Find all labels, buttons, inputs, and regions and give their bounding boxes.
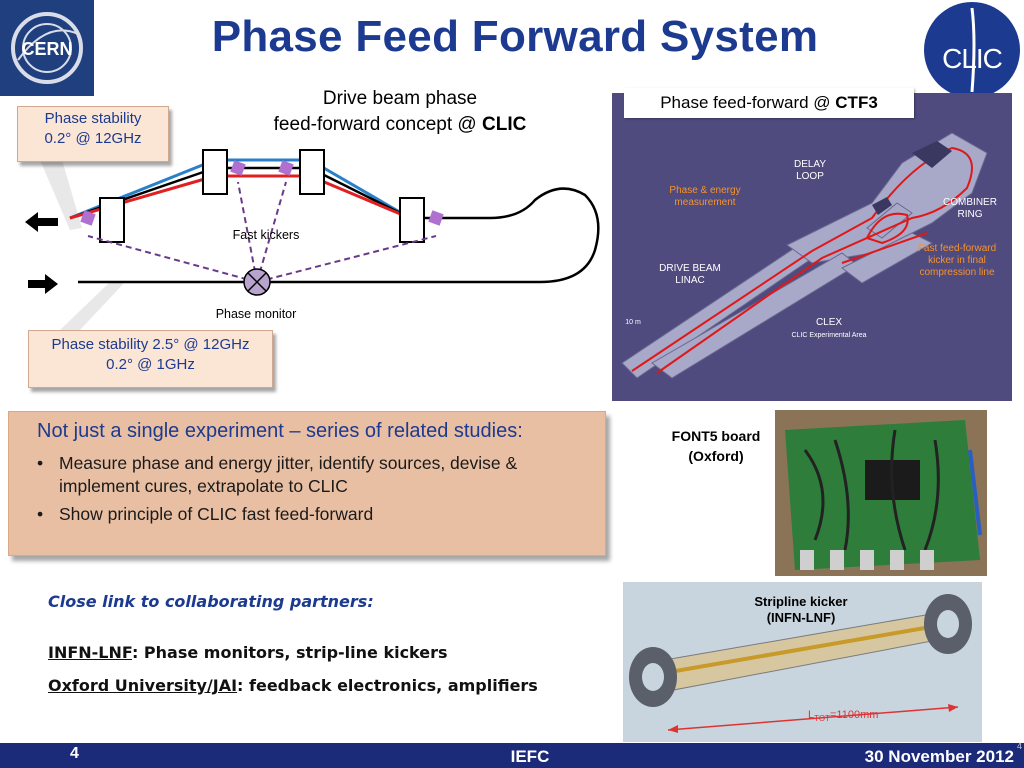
chicane-magnets: [99, 149, 425, 243]
font5-caption: FONT5 board (Oxford): [652, 426, 780, 466]
footer-center-label: IEFC: [510, 747, 550, 766]
font5-board-photo: [775, 410, 987, 576]
phase-stability-top-line1: Phase stability: [44, 110, 142, 127]
summary-heading: Not just a single experiment – series of…: [37, 420, 523, 442]
summary-box: Not just a single experiment – series of…: [8, 411, 606, 556]
phase-monitor-symbol: [243, 268, 271, 296]
phase-stability-top-box: Phase stability 0.2° @ 12GHz: [17, 106, 169, 162]
stripline-caption-line2: (INFN-LNF): [767, 610, 836, 625]
bullet-dot: •: [37, 453, 44, 473]
clic-concept-diagram: Fast kickers Phase monitor: [25, 149, 600, 330]
beam-lines: [69, 158, 600, 284]
phase-monitor-label: Phase monitor: [216, 307, 297, 321]
footer-date: 30 November 2012: [864, 747, 1014, 766]
partner-item: INFN-LNF: Phase monitors, strip-line kic…: [48, 643, 448, 662]
ctf3-title: Phase feed-forward @ CTF3: [624, 88, 914, 118]
partner-name: INFN-LNF: [48, 643, 132, 662]
arrow-left-icon: [25, 212, 58, 232]
footer-bar: 4 IEFC 30 November 2012 4: [0, 741, 1024, 768]
summary-bullet-text: Show principle of CLIC fast feed-forward: [59, 504, 374, 524]
feedforward-dashed-links: [87, 181, 437, 283]
stripline-kicker-image: Stripline kicker (INFN-LNF) LTOT=1100mm: [623, 582, 982, 742]
concept-title-line1: Drive beam phase: [322, 88, 478, 109]
concept-title-bold: CLIC: [482, 114, 527, 135]
page-title: Phase Feed Forward System: [211, 12, 819, 61]
stripline-length-label: LTOT=1100mm: [808, 709, 878, 723]
phase-stability-top-line2: 0.2° @ 12GHz: [44, 130, 142, 147]
concept-title: Drive beam phase feed-forward concept @ …: [230, 86, 570, 138]
arrow-right-icon: [28, 274, 58, 294]
kicker-markers: [80, 160, 444, 226]
clex-label: CLEX: [815, 317, 843, 328]
bullet-dot: •: [37, 504, 44, 524]
ctf3-title-bold: CTF3: [835, 93, 878, 112]
clic-logo: CLIC: [920, 0, 1024, 104]
phase-stability-bottom-line2: 0.2° @ 1GHz: [106, 356, 195, 373]
clex-sub-label: CLIC Experimental Area: [791, 332, 867, 339]
callout-pointers: [40, 160, 125, 330]
fast-kickers-label: Fast kickers: [233, 228, 300, 242]
concept-title-line2: feed-forward concept @ CLIC: [230, 112, 570, 138]
footer-superscript: 4: [1016, 741, 1022, 751]
scale-label: 10 m: [625, 319, 641, 326]
svg-text:CERN: CERN: [21, 39, 72, 59]
font5-caption-line1: FONT5 board: [671, 428, 761, 444]
partner-desc: : feedback electronics, amplifiers: [237, 676, 538, 695]
partner-name: Oxford University/JAI: [48, 676, 238, 695]
summary-bullet-text: Measure phase and energy jitter, identif…: [59, 453, 518, 496]
partner-desc: : Phase monitors, strip-line kickers: [131, 643, 448, 662]
phase-stability-bottom-line1: Phase stability 2.5° @ 12GHz: [51, 336, 250, 353]
svg-text:CLIC: CLIC: [942, 43, 1003, 74]
ctf3-title-prefix: Phase feed-forward @: [660, 93, 836, 112]
font5-caption-line2: (Oxford): [688, 448, 744, 464]
concept-title-prefix: feed-forward concept @: [273, 114, 482, 135]
partner-item: Oxford University/JAI: feedback electron…: [48, 676, 538, 695]
phase-stability-bottom-box: Phase stability 2.5° @ 12GHz 0.2° @ 1GHz: [28, 330, 273, 388]
stripline-caption-line1: Stripline kicker: [754, 594, 847, 609]
cern-logo: CERN: [0, 0, 94, 96]
footer-page-number: 4: [70, 745, 79, 762]
partners-heading: Close link to collaborating partners:: [48, 592, 374, 611]
